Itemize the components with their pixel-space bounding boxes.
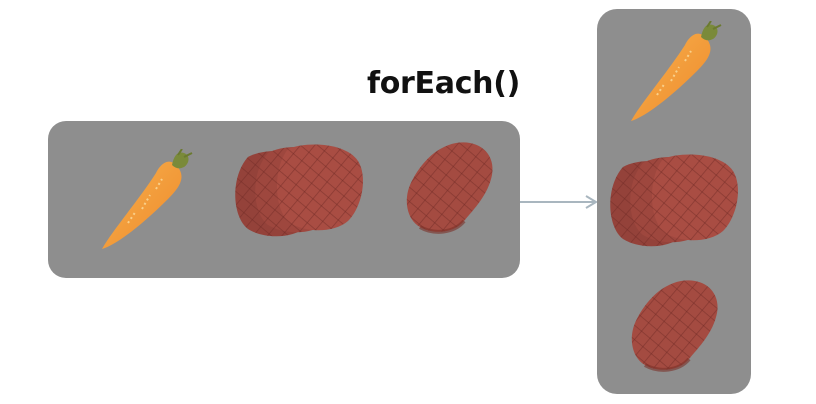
steak-icon: [404, 139, 496, 237]
steak-stack-icon: [230, 143, 380, 243]
transform-arrow: [520, 193, 600, 215]
steak-stack-icon: [605, 153, 755, 253]
method-label: forEach(): [367, 66, 521, 101]
carrot-icon: [627, 21, 727, 125]
steak-icon: [629, 277, 721, 375]
output-collection-panel: [597, 9, 751, 394]
input-collection-panel: [48, 121, 520, 278]
carrot-icon: [98, 149, 198, 253]
